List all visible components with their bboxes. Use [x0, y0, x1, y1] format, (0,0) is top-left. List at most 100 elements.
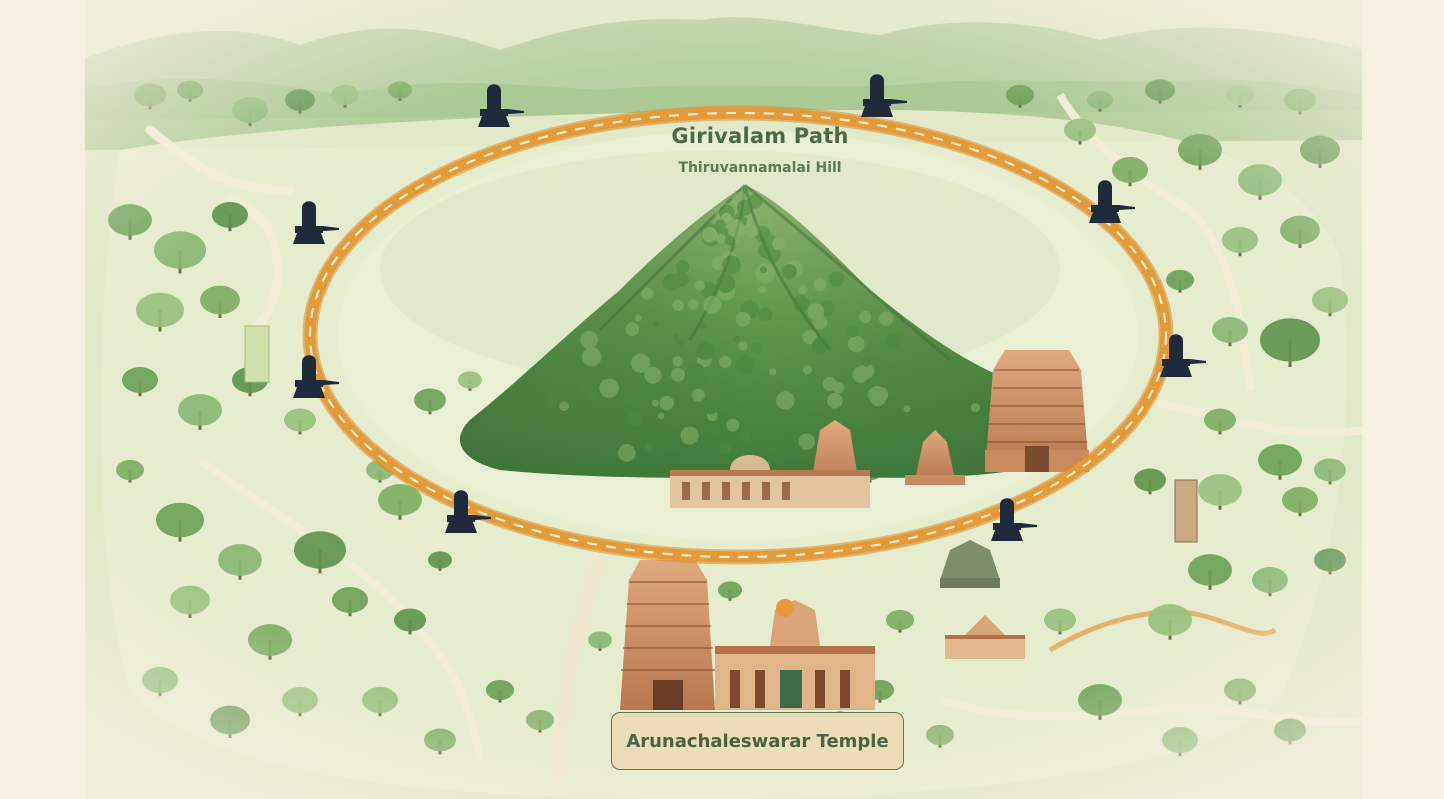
tree: [718, 581, 742, 599]
tree: [486, 679, 514, 701]
hill-foliage: [724, 235, 735, 246]
hill-foliage: [827, 392, 843, 409]
tree: [210, 705, 250, 735]
tree: [1312, 287, 1348, 313]
hill-foliage: [599, 378, 619, 398]
hill-foliage: [585, 385, 599, 400]
tree: [1300, 135, 1340, 165]
hill-foliage: [758, 307, 773, 322]
tree: [154, 231, 206, 269]
hill-foliage: [722, 255, 741, 275]
hill-foliage: [644, 366, 662, 384]
hill-foliage: [822, 376, 837, 392]
tree: [142, 667, 178, 693]
hill-foliage: [970, 403, 980, 413]
tree: [1212, 317, 1248, 343]
hill-foliage: [732, 335, 741, 343]
hill-foliage: [772, 237, 786, 251]
tree: [134, 83, 166, 107]
tree: [1044, 608, 1076, 632]
hill-foliage: [627, 410, 644, 427]
hill-foliage: [672, 356, 683, 367]
tree: [526, 709, 554, 731]
tree: [170, 585, 210, 615]
hill-foliage: [546, 396, 558, 409]
tree: [1087, 90, 1113, 110]
tree: [232, 97, 268, 123]
hill-foliage: [672, 299, 684, 312]
hill-foliage: [559, 401, 569, 412]
hill-foliage: [759, 286, 767, 294]
hill-foliage: [718, 442, 731, 455]
hill-foliage: [687, 362, 705, 380]
tree: [1274, 718, 1306, 742]
hill-foliage: [582, 347, 602, 367]
hill-foliage: [738, 341, 748, 351]
tree: [136, 292, 184, 328]
hill-foliage: [696, 341, 715, 360]
temple-label-button[interactable]: Arunachaleswarar Temple: [611, 712, 904, 770]
tree: [1166, 269, 1194, 291]
tree: [331, 84, 359, 106]
tree: [1145, 79, 1175, 101]
hill-foliage: [759, 266, 767, 274]
hill-foliage: [653, 321, 660, 328]
hill-foliage: [721, 275, 734, 288]
tree: [1260, 318, 1320, 362]
tree: [1314, 458, 1346, 482]
hill-foliage: [726, 418, 740, 432]
hill-foliage: [807, 303, 825, 320]
hill-foliage: [747, 193, 763, 209]
hill-foliage: [672, 334, 680, 341]
hill-foliage: [644, 442, 653, 451]
hill-foliage: [701, 397, 719, 415]
tree: [394, 608, 426, 632]
tree: [1064, 118, 1096, 142]
tree: [1006, 84, 1034, 106]
hill-foliage: [811, 337, 830, 355]
hill-foliage: [702, 227, 718, 243]
hill-foliage: [793, 295, 810, 312]
hill-foliage: [719, 355, 732, 368]
tree: [428, 551, 452, 569]
hill-foliage: [802, 365, 813, 375]
tree: [1222, 227, 1258, 253]
hill-foliage: [691, 388, 705, 402]
tree: [178, 394, 222, 426]
tree: [1162, 727, 1198, 753]
hill-foliage: [694, 280, 705, 291]
tree: [218, 544, 262, 576]
tree: [285, 89, 315, 111]
tree: [388, 81, 412, 99]
tree: [156, 502, 204, 538]
tree: [1282, 487, 1318, 513]
hill-foliage: [659, 395, 674, 411]
hill-foliage: [738, 429, 751, 442]
tree: [200, 285, 240, 315]
tree: [1078, 684, 1122, 716]
hill-foliage: [746, 224, 759, 238]
hill-foliage: [879, 311, 894, 326]
tree: [1224, 678, 1256, 702]
hill-foliage: [776, 391, 795, 410]
map-subtitle: Thiruvannamalai Hill: [678, 160, 842, 176]
hill-foliage: [847, 335, 865, 353]
hill-foliage: [687, 299, 699, 310]
tree: [116, 459, 144, 481]
tree: [294, 531, 346, 569]
hill-foliage: [861, 357, 872, 367]
tree: [424, 728, 456, 752]
tree: [1280, 215, 1320, 245]
hill-foliage: [680, 426, 699, 445]
tree: [282, 687, 318, 713]
hill-foliage: [579, 386, 587, 393]
tree: [1238, 164, 1282, 196]
tree: [1112, 157, 1148, 183]
tree: [284, 408, 316, 432]
tree: [1226, 84, 1254, 106]
hill-foliage: [769, 368, 777, 376]
tree: [177, 80, 203, 100]
hill-foliage: [720, 382, 740, 402]
